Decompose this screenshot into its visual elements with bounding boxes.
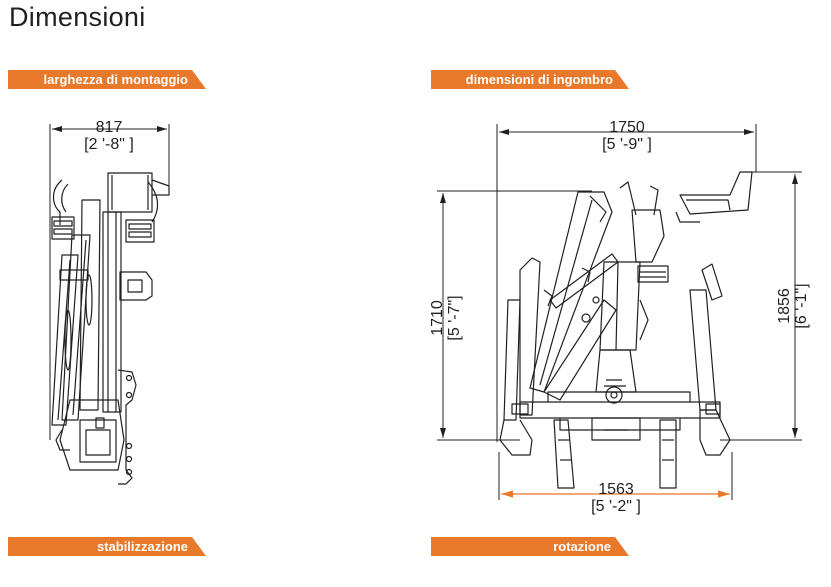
height-right-value: 1856 (776, 288, 793, 324)
banner-shape (431, 537, 629, 556)
section-label-stabilization: stabilizzazione (96, 539, 188, 554)
banner-shape (8, 537, 206, 556)
base-width-value: 1563 (598, 481, 634, 498)
mounting-width-value: 817 (96, 119, 123, 136)
mounting-width-dimension (49, 124, 170, 440)
overall-width-dimension (496, 124, 757, 442)
base-width-dimension (498, 452, 733, 500)
height-left-imperial: [5 '-7"] (446, 295, 463, 340)
height-right-imperial: [6 '-1"] (793, 283, 810, 328)
banner-shape (8, 70, 206, 89)
section-banner-rotation: rotazione (431, 537, 629, 556)
height-left-dimension (437, 190, 592, 441)
folded-crane-side-view (51, 172, 170, 485)
section-banner-overall-dimensions: dimensioni di ingombro (431, 70, 629, 89)
overall-width-imperial: [5 '-9" ] (602, 136, 652, 153)
section-label-rotation: rotazione (553, 539, 611, 554)
banner-shape (431, 70, 629, 89)
mounting-width-imperial: [2 '-8" ] (84, 136, 134, 153)
section-label-mounting-width: larghezza di montaggio (43, 72, 188, 87)
section-label-overall-dimensions: dimensioni di ingombro (465, 72, 613, 87)
section-banner-stabilization: stabilizzazione (8, 537, 206, 556)
height-left-value: 1710 (429, 300, 446, 336)
section-banner-mounting-width: larghezza di montaggio (8, 70, 206, 89)
page-title: Dimensioni (9, 2, 146, 32)
base-width-imperial: [5 '-2" ] (591, 498, 641, 515)
overall-width-value: 1750 (609, 119, 645, 136)
crane-overall-view (499, 171, 753, 489)
